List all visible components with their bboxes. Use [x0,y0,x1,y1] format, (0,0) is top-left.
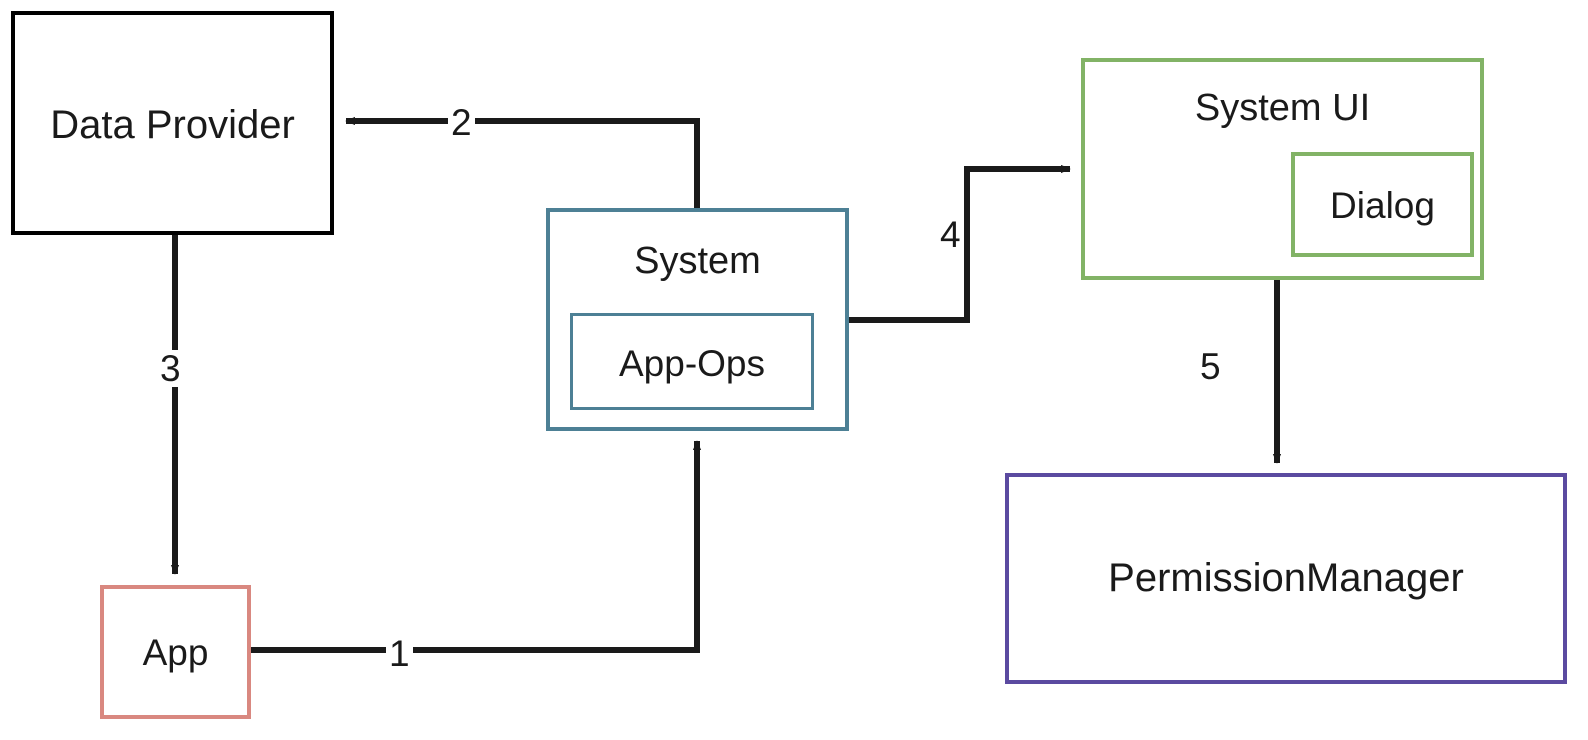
connector-2 [345,116,700,208]
node-permission-manager[interactable] [1005,473,1567,684]
node-dialog[interactable] [1291,152,1474,257]
node-label-system: System [634,240,761,282]
connector-4 [849,164,1071,323]
node-label-system-ui: System UI [1194,87,1371,129]
node-label-app: App [142,632,209,673]
node-label-app-ops: App-Ops [618,343,765,384]
node-app-ops[interactable] [570,313,814,410]
node-data-provider[interactable] [11,11,334,235]
edge-label-1: 1 [386,635,413,672]
node-label-permission-manager: PermissionManager [1108,556,1464,600]
edge-label-5: 5 [1197,348,1224,385]
node-app[interactable] [100,585,251,719]
node-label-dialog: Dialog [1330,185,1435,226]
connector-1 [251,440,702,653]
edge-label-2: 2 [448,104,475,141]
edge-label-4: 4 [937,216,964,253]
edge-label-3: 3 [157,350,184,387]
node-label-data-provider: Data Provider [50,103,295,147]
